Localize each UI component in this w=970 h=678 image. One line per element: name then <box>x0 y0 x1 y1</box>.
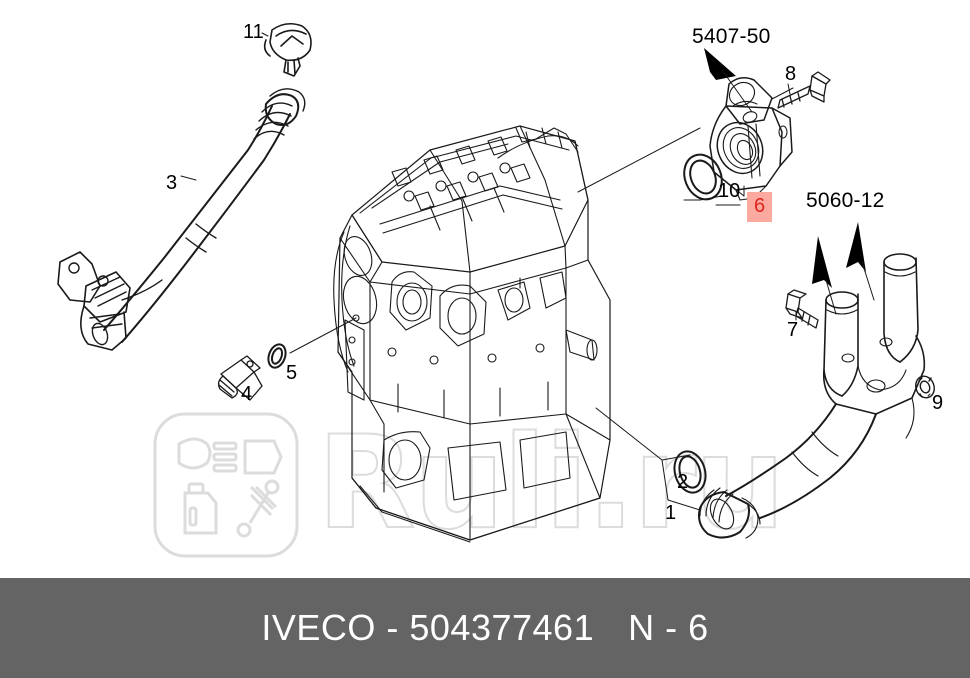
ruli-watermark-text: Ruli.ru <box>316 409 786 558</box>
callout-label-3: 3 <box>166 172 178 194</box>
footer-part-number: IVECO - 504377461 <box>261 607 595 648</box>
ruli-watermark-logo <box>153 412 299 558</box>
footer-section-code: N - 6 <box>628 607 709 648</box>
footer-text-group: IVECO - 504377461 N - 6 <box>261 607 708 649</box>
shock-absorber-icon <box>236 479 280 538</box>
leader-lines <box>180 32 931 511</box>
coolant-sensor-drawing <box>217 355 263 401</box>
footer-bar: IVECO - 504377461 N - 6 <box>0 578 970 678</box>
coolant-pipe-drawing <box>698 253 926 539</box>
door-glass-icon <box>243 439 283 475</box>
bolt-upper-drawing <box>777 71 831 109</box>
callout-label-10: 10 <box>718 180 741 202</box>
callout-label-5: 5 <box>286 362 298 384</box>
callout-label-2: 2 <box>677 471 689 493</box>
o-ring-large-drawing <box>673 450 707 494</box>
callout-label-8: 8 <box>785 63 797 85</box>
sealing-washer-drawing <box>915 375 935 399</box>
callout-label-9: 9 <box>932 392 944 414</box>
engine-block-drawing <box>333 125 611 543</box>
oil-bottle-icon <box>183 482 218 535</box>
o-ring-small-drawing <box>267 343 287 369</box>
callout-label-11: 11 <box>243 21 264 43</box>
breather-hose-drawing <box>57 88 306 351</box>
callout-label-4: 4 <box>241 383 253 405</box>
callout-label-1: 1 <box>665 502 677 524</box>
bolt-lower-drawing <box>785 289 819 329</box>
callout-label-6-highlighted[interactable]: 6 <box>747 192 773 222</box>
exploded-parts-drawing <box>57 22 935 543</box>
diagram-canvas: Ruli.ru <box>57 21 944 558</box>
headlight-icon <box>177 437 238 473</box>
group-code-5407-50: 5407-50 <box>692 25 771 48</box>
group-code-5060-12: 5060-12 <box>806 189 885 212</box>
callout-label-7: 7 <box>787 319 799 341</box>
leader-arrowheads <box>704 48 866 288</box>
hose-clamp-drawing <box>263 22 312 77</box>
